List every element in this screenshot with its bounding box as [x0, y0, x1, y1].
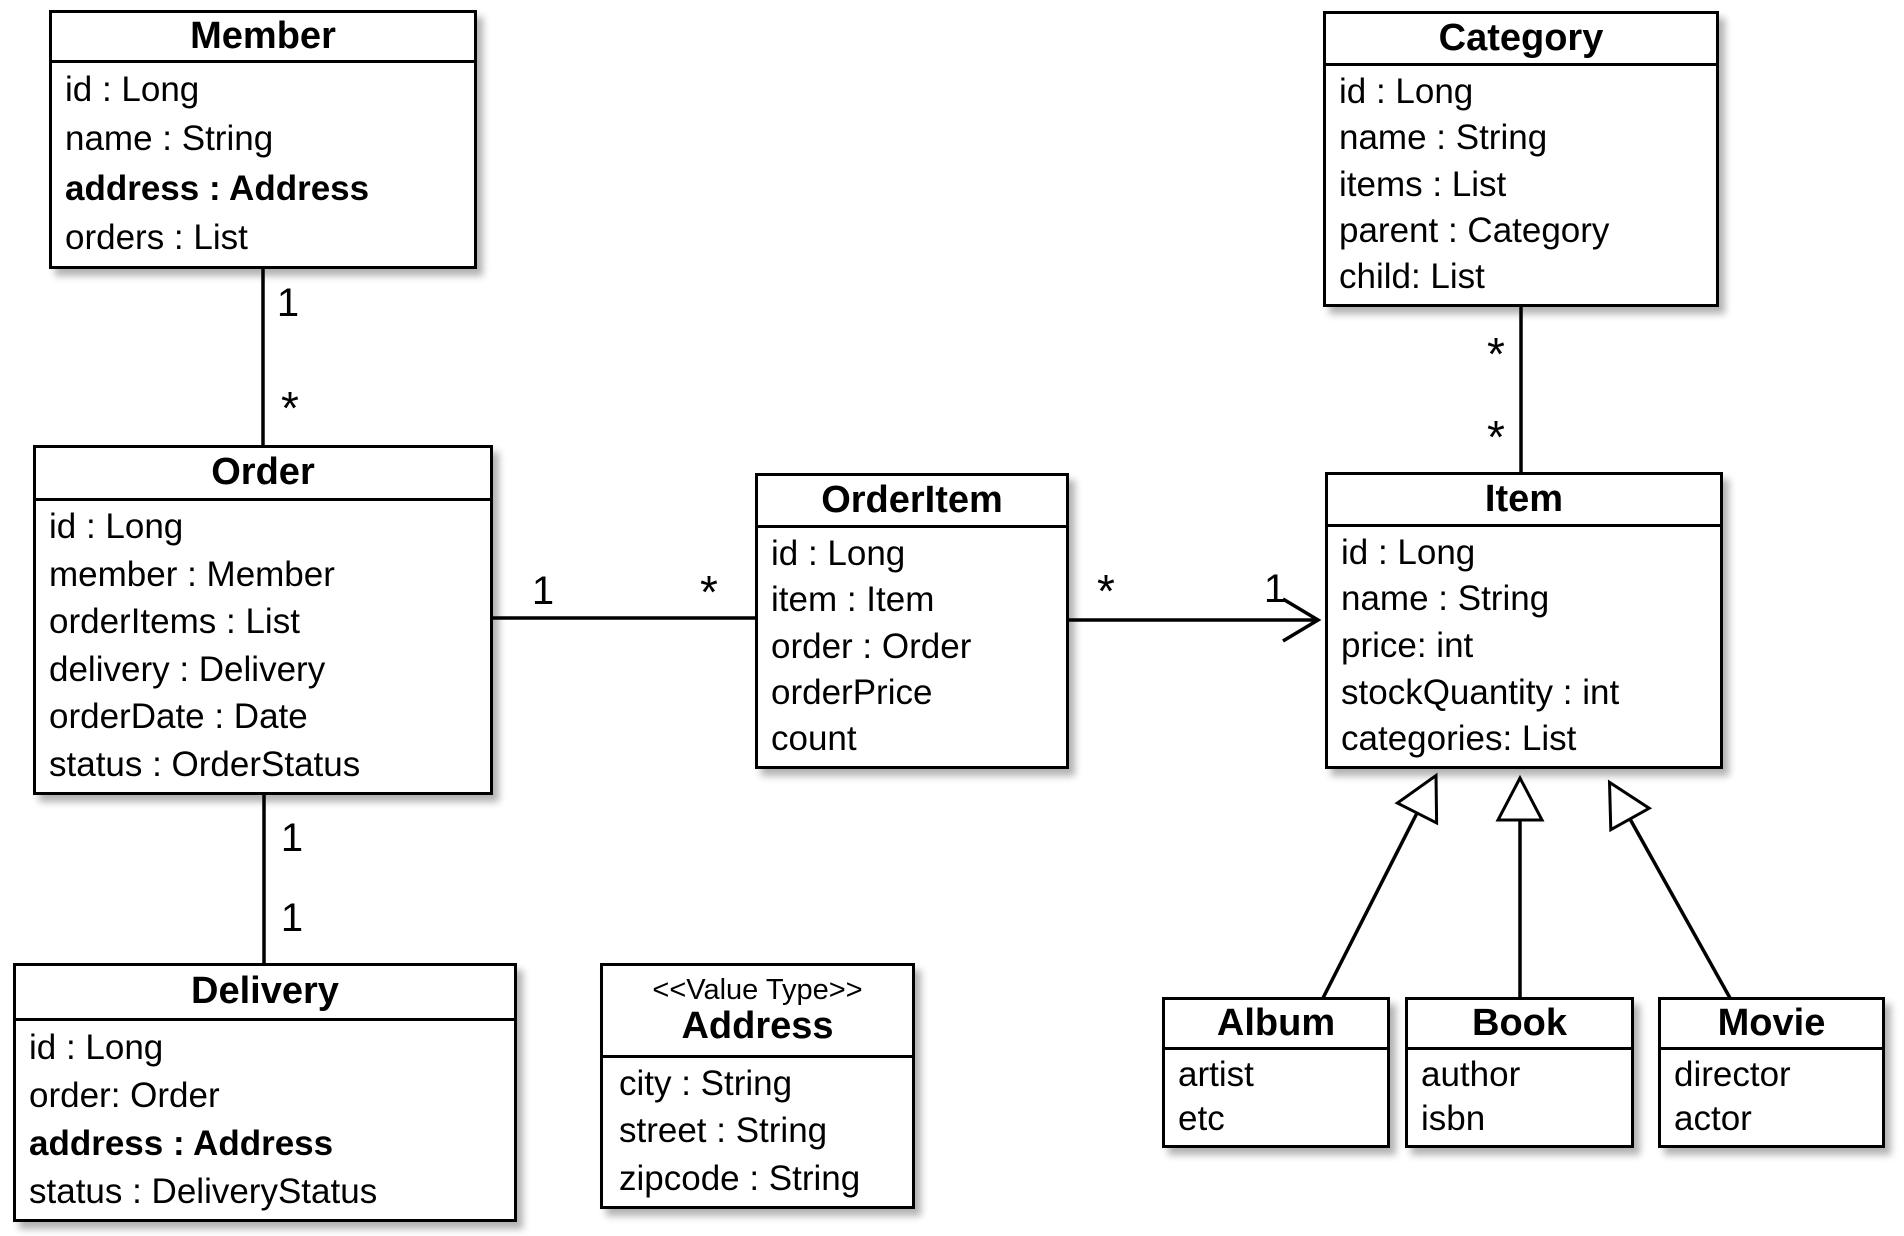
multiplicity-category-item-item-end: *	[1487, 411, 1505, 463]
class-orderitem-attribute: id : Long	[771, 533, 906, 573]
class-album-attribute: etc	[1178, 1099, 1225, 1139]
class-book-attribute: isbn	[1421, 1099, 1486, 1139]
class-item: Item id : Long name : String price: int …	[1325, 472, 1723, 769]
class-category-attribute: parent : Category	[1339, 210, 1610, 250]
class-address-title: Address	[681, 1005, 834, 1048]
class-orderitem-attributes: id : Long item : Item order : Order orde…	[758, 528, 1066, 766]
class-movie-attribute: actor	[1674, 1099, 1752, 1139]
class-delivery-attributes: id : Long order: Order address : Address…	[16, 1021, 514, 1219]
class-address-attributes: city : String street : String zipcode : …	[603, 1058, 912, 1206]
class-album: Album artist etc	[1162, 997, 1390, 1148]
class-order-attribute: status : OrderStatus	[49, 744, 361, 784]
class-address-attribute: zipcode : String	[619, 1158, 861, 1198]
class-order-attributes: id : Long member : Member orderItems : L…	[36, 501, 490, 792]
multiplicity-orderitem-item-item-end: 1	[1263, 567, 1287, 611]
multiplicity-category-item-category-end: *	[1487, 328, 1505, 380]
class-item-attribute: name : String	[1341, 579, 1550, 619]
class-order-attribute: member : Member	[49, 554, 335, 594]
class-delivery-title: Delivery	[16, 966, 514, 1021]
class-book: Book author isbn	[1405, 997, 1634, 1148]
generalization-album-item	[1321, 772, 1439, 999]
generalization-movie-item	[1607, 779, 1732, 999]
class-address-header: <<Value Type>> Address	[603, 966, 912, 1058]
multiplicity-order-delivery-order-end: 1	[280, 816, 304, 860]
class-address-stereotype: <<Value Type>>	[652, 973, 863, 1006]
class-category-attribute: name : String	[1339, 118, 1548, 158]
class-address: <<Value Type>> Address city : String str…	[600, 963, 915, 1209]
class-album-attributes: artist etc	[1165, 1050, 1387, 1145]
class-item-attribute: stockQuantity : int	[1341, 672, 1620, 712]
multiplicity-member-order-order-end: *	[281, 382, 299, 434]
class-item-attribute: price: int	[1341, 625, 1474, 665]
class-item-title: Item	[1328, 475, 1720, 527]
class-album-title: Album	[1165, 1000, 1387, 1050]
class-orderitem-attribute: count	[771, 719, 857, 759]
class-member: Member id : Long name : String address :…	[49, 10, 477, 269]
class-movie-attributes: director actor	[1661, 1050, 1882, 1145]
class-book-attributes: author isbn	[1408, 1050, 1631, 1145]
class-member-attribute: id : Long	[65, 70, 200, 110]
class-category: Category id : Long name : String items :…	[1323, 11, 1719, 307]
class-delivery-attribute: id : Long	[29, 1027, 164, 1067]
class-orderitem-attribute: order : Order	[771, 626, 972, 666]
class-order-attribute: orderDate : Date	[49, 697, 308, 737]
class-category-attribute: child: List	[1339, 257, 1485, 297]
class-delivery-attribute: address : Address	[29, 1123, 334, 1163]
class-orderitem-title: OrderItem	[758, 476, 1066, 528]
class-orderitem: OrderItem id : Long item : Item order : …	[755, 473, 1069, 769]
multiplicity-member-order-member-end: 1	[276, 281, 300, 325]
class-book-title: Book	[1408, 1000, 1631, 1050]
class-address-attribute: street : String	[619, 1111, 828, 1151]
class-member-attribute: name : String	[65, 119, 274, 159]
class-item-attribute: id : Long	[1341, 532, 1476, 572]
class-item-attributes: id : Long name : String price: int stock…	[1328, 527, 1720, 766]
class-order: Order id : Long member : Member orderIte…	[33, 445, 493, 795]
class-movie-title: Movie	[1661, 1000, 1882, 1050]
class-order-attribute: delivery : Delivery	[49, 649, 326, 689]
multiplicity-order-delivery-delivery-end: 1	[280, 896, 304, 940]
class-orderitem-attribute: item : Item	[771, 580, 935, 620]
multiplicity-orderitem-item-orderitem-end: *	[1097, 565, 1115, 617]
class-member-attributes: id : Long name : String address : Addres…	[52, 63, 474, 266]
class-delivery-attribute: status : DeliveryStatus	[29, 1171, 378, 1211]
class-address-attribute: city : String	[619, 1064, 793, 1104]
class-book-attribute: author	[1421, 1054, 1521, 1094]
class-member-attribute: orders : List	[65, 217, 248, 257]
class-item-attribute: categories: List	[1341, 719, 1577, 759]
class-orderitem-attribute: orderPrice	[771, 672, 933, 712]
class-delivery-attribute: order: Order	[29, 1075, 220, 1115]
association-orderitem-item-arrowhead	[1282, 597, 1322, 643]
class-album-attribute: artist	[1178, 1054, 1254, 1094]
class-category-title: Category	[1326, 14, 1716, 66]
class-order-attribute: orderItems : List	[49, 602, 300, 642]
class-member-attribute: address : Address	[65, 168, 370, 208]
class-order-title: Order	[36, 448, 490, 501]
class-order-attribute: id : Long	[49, 507, 184, 547]
class-delivery: Delivery id : Long order: Order address …	[13, 963, 517, 1222]
multiplicity-order-orderitem-order-end: 1	[531, 569, 555, 613]
class-category-attribute: items : List	[1339, 164, 1507, 204]
class-movie-attribute: director	[1674, 1054, 1791, 1094]
class-member-title: Member	[52, 13, 474, 63]
multiplicity-order-orderitem-orderitem-end: *	[700, 566, 718, 618]
class-category-attribute: id : Long	[1339, 71, 1474, 111]
class-movie: Movie director actor	[1658, 997, 1885, 1148]
class-category-attributes: id : Long name : String items : List par…	[1326, 66, 1716, 304]
